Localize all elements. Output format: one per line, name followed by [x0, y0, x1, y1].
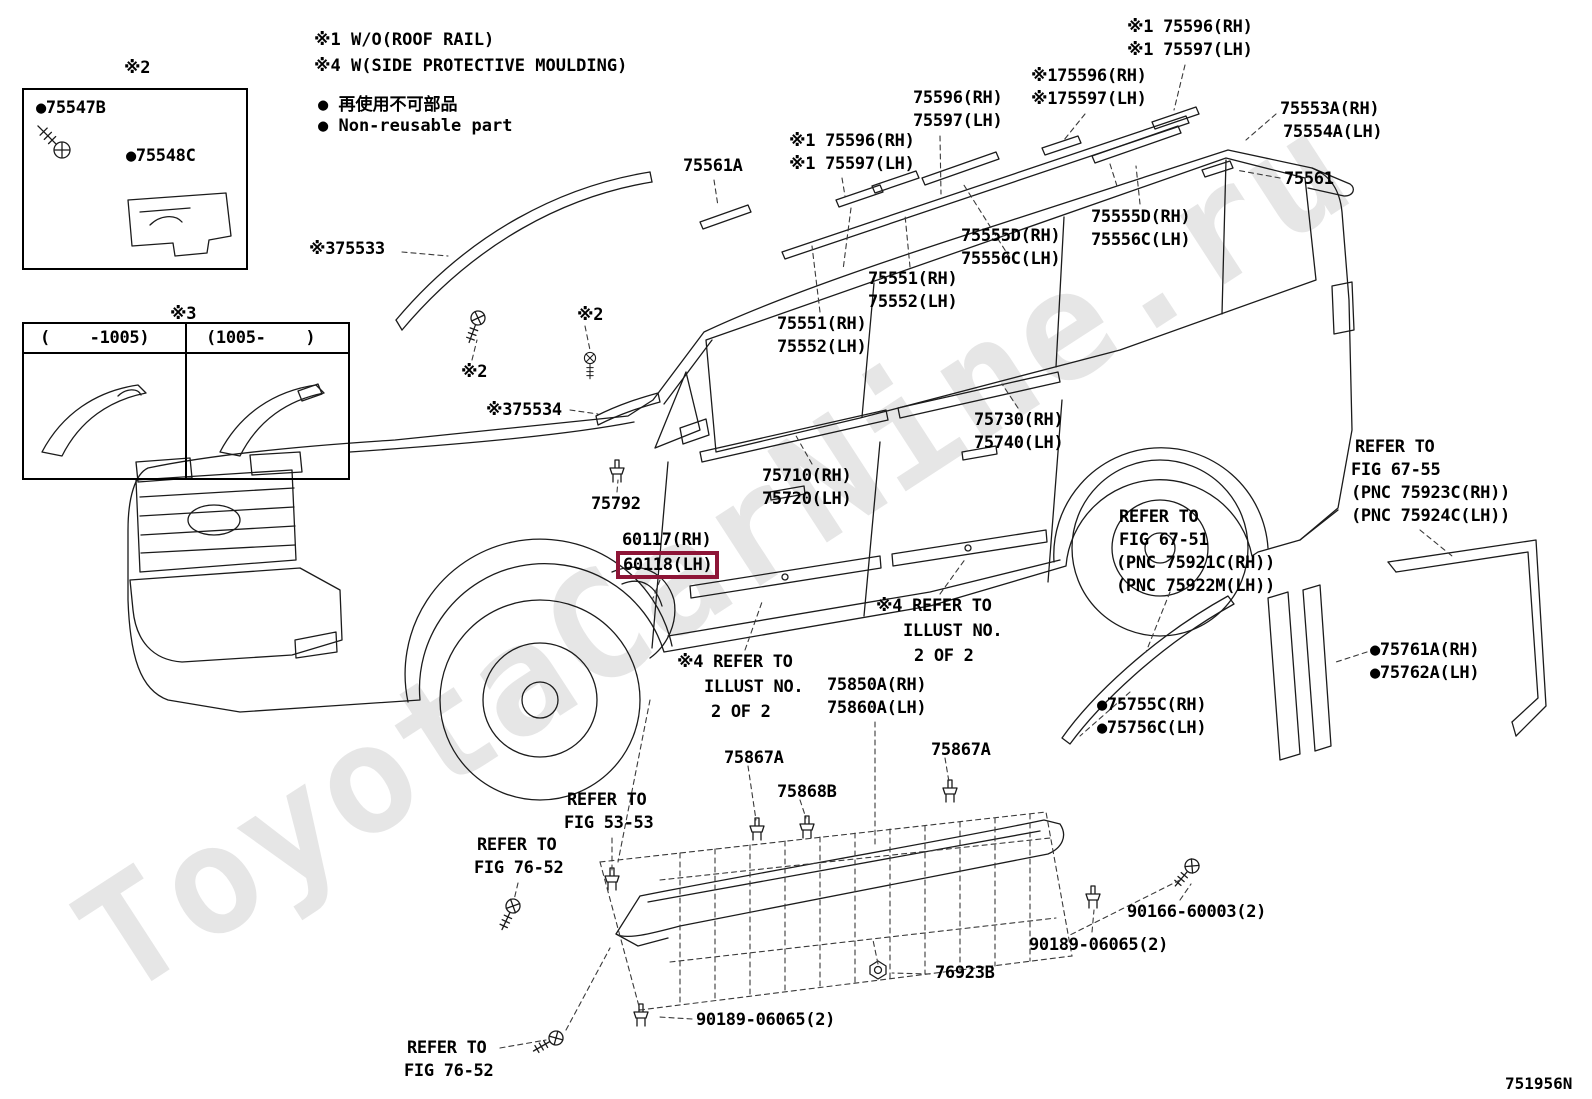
inset2-title: ※2	[124, 58, 151, 78]
part-label: ※2	[577, 305, 604, 325]
part-label: ※1 75596(RH)	[1127, 17, 1253, 37]
part-label: ※1 75596(RH)	[789, 131, 915, 151]
part-label: ●75756C(LH)	[1097, 718, 1207, 738]
part-label: 90189-06065(2)	[696, 1010, 836, 1030]
refer-note: ※4 REFER TO	[876, 596, 992, 616]
refer-note: (PNC 75922M(LH))	[1116, 576, 1275, 596]
part-label: ※375534	[486, 400, 562, 420]
part-label: ※175597(LH)	[1031, 89, 1147, 109]
legend-note-roof-rail: ※1 W/O(ROOF RAIL)	[314, 30, 495, 50]
refer-note: REFER TO	[567, 790, 647, 810]
refer-note: 2 OF 2	[914, 646, 974, 666]
part-label: ※2	[461, 362, 488, 382]
legend-note-side-moulding: ※4 W(SIDE PROTECTIVE MOULDING)	[314, 56, 628, 76]
refer-note: FIG 67-51	[1119, 530, 1209, 550]
part-label: 75556C(LH)	[961, 249, 1061, 269]
inset3-left-header: ( -1005)	[40, 328, 150, 348]
part-label: 75555D(RH)	[961, 226, 1061, 246]
part-label: ●75755C(RH)	[1097, 695, 1207, 715]
part-label: 90189-06065(2)	[1029, 935, 1169, 955]
part-label: ●75761A(RH)	[1370, 640, 1480, 660]
part-label: 75867A	[931, 740, 991, 760]
part-label: 75720(LH)	[762, 489, 852, 509]
part-label: 75740(LH)	[974, 433, 1064, 453]
part-label: 75561	[1284, 169, 1334, 189]
part-label: 75551(RH)	[868, 269, 958, 289]
refer-note: REFER TO	[477, 835, 557, 855]
refer-note: ILLUST NO.	[704, 677, 804, 697]
part-label: ※1 75597(LH)	[789, 154, 915, 174]
part-label: 75860A(LH)	[827, 698, 927, 718]
inset3-right-header: (1005- )	[206, 328, 316, 348]
refer-note: FIG 53-53	[564, 813, 654, 833]
part-label: 75596(RH)	[913, 88, 1003, 108]
legend-nonreusable-en: ● Non-reusable part	[318, 116, 513, 136]
label-60117-rh: 60117(RH)	[622, 530, 712, 550]
refer-note: FIG 76-52	[404, 1061, 494, 1081]
inset-part-drawings	[37, 125, 325, 457]
part-label: 75710(RH)	[762, 466, 852, 486]
part-label: 75597(LH)	[913, 111, 1003, 131]
part-label: 75552(LH)	[777, 337, 867, 357]
refer-note: (PNC 75923C(RH))	[1351, 483, 1510, 503]
part-label: 75850A(RH)	[827, 675, 927, 695]
leader-lines	[401, 64, 1453, 1049]
inset2-part2: ●75548C	[126, 146, 196, 166]
legend-nonreusable-jp: ● 再使用不可部品	[318, 95, 458, 115]
inset2-part1: ●75547B	[36, 98, 106, 118]
part-label: 75551(RH)	[777, 314, 867, 334]
part-label: ※375533	[309, 239, 385, 259]
refer-note: FIG 67-55	[1351, 460, 1441, 480]
label-60118-lh-highlighted: 60118(LH)	[616, 551, 720, 579]
roof-and-side-mouldings	[395, 106, 1547, 761]
part-label: ※175596(RH)	[1031, 66, 1147, 86]
refer-note: ILLUST NO.	[903, 621, 1003, 641]
part-label: 75556C(LH)	[1091, 230, 1191, 250]
inset-box-3-header-rule	[22, 352, 350, 354]
part-label: 76923B	[935, 963, 995, 983]
refer-note: REFER TO	[1355, 437, 1435, 457]
refer-note: (PNC 75924C(LH))	[1351, 506, 1510, 526]
part-label: ●75762A(LH)	[1370, 663, 1480, 683]
part-label: 75868B	[777, 782, 837, 802]
refer-note: (PNC 75921C(RH))	[1116, 553, 1275, 573]
part-label: 75552(LH)	[868, 292, 958, 312]
refer-note: 2 OF 2	[711, 702, 771, 722]
refer-note: REFER TO	[1119, 507, 1199, 527]
inset3-title: ※3	[170, 304, 197, 324]
part-label: 75792	[591, 494, 641, 514]
part-label: 75554A(LH)	[1283, 122, 1383, 142]
refer-note: FIG 76-52	[474, 858, 564, 878]
refer-note: REFER TO	[407, 1038, 487, 1058]
refer-note: ※4 REFER TO	[677, 652, 793, 672]
rocker-panel-part	[615, 819, 1065, 947]
part-label: ※1 75597(LH)	[1127, 40, 1253, 60]
part-label: 90166-60003(2)	[1127, 902, 1267, 922]
part-label: 75553A(RH)	[1280, 99, 1380, 119]
inset-box-3-divider	[185, 322, 187, 480]
part-label: 75561A	[683, 156, 743, 176]
part-label: 75867A	[724, 748, 784, 768]
diagram-number: 751956N	[1505, 1074, 1573, 1093]
part-label: 75730(RH)	[974, 410, 1064, 430]
inset-box-2	[22, 88, 248, 270]
part-label: 75555D(RH)	[1091, 207, 1191, 227]
